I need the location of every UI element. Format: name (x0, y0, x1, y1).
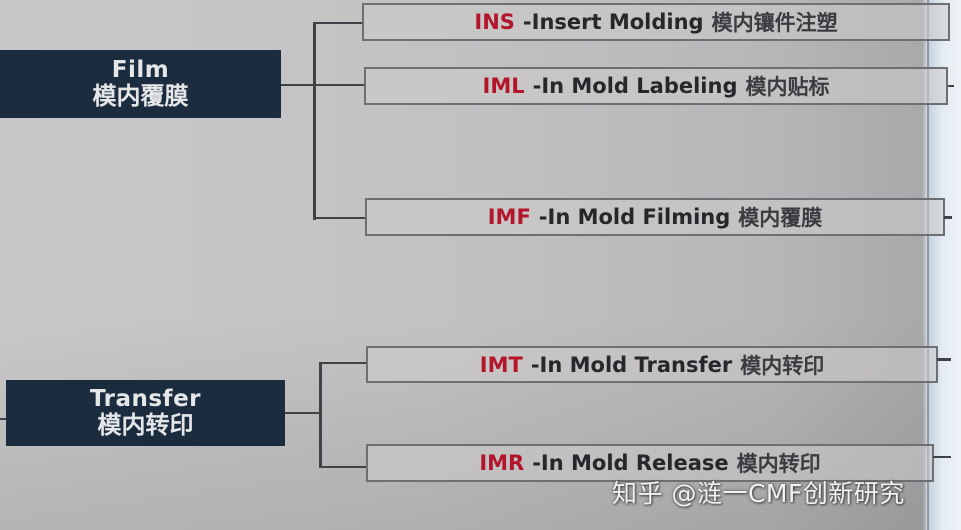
connector-line (315, 217, 367, 219)
item-code: IMR (479, 451, 525, 475)
item-zh: 模内镶件注塑 (711, 11, 838, 35)
connector-line (319, 362, 322, 468)
item-box-ins: INS -Insert Molding 模内镶件注塑 (362, 3, 950, 41)
category-label-zh: 模内转印 (97, 411, 194, 440)
connector-stub (948, 85, 954, 87)
connector-line (313, 22, 363, 24)
item-zh: 模内覆膜 (738, 206, 823, 230)
item-code: IMT (479, 352, 523, 377)
item-desc: -In Mold Filming (538, 205, 731, 229)
connector-line (281, 84, 365, 86)
item-desc: -In Mold Labeling (532, 74, 738, 98)
connector-stub (944, 216, 952, 219)
item-box-iml: IML -In Mold Labeling 模内贴标 (364, 67, 948, 105)
category-label-en: Transfer (89, 385, 202, 412)
connector-stub (0, 418, 6, 420)
category-box-film: Film 模内覆膜 (0, 50, 281, 118)
connector-line (319, 362, 367, 364)
connector-line (285, 412, 321, 414)
item-code: INS (474, 10, 515, 34)
item-code: IML (482, 74, 525, 98)
connector-line (313, 22, 316, 220)
item-box-imf: IMF -In Mold Filming 模内覆膜 (365, 198, 945, 236)
watermark: 知乎 @涟一CMF创新研究 (612, 479, 905, 508)
item-zh: 模内转印 (740, 353, 825, 378)
item-desc: -In Mold Release (532, 451, 729, 475)
category-label-zh: 模内覆膜 (92, 82, 189, 111)
item-zh: 模内转印 (736, 452, 821, 476)
category-label-en: Film (111, 56, 170, 83)
item-box-imr: IMR -In Mold Release 模内转印 (366, 444, 934, 482)
item-desc: -Insert Molding (522, 10, 704, 34)
item-zh: 模内贴标 (745, 75, 830, 99)
item-code: IMF (487, 205, 531, 229)
connector-stub (937, 358, 951, 361)
item-desc: -In Mold Transfer (530, 352, 733, 377)
connector-line (320, 466, 368, 468)
connector-stub (933, 456, 951, 458)
category-box-transfer: Transfer 模内转印 (6, 380, 285, 446)
item-box-imt: IMT -In Mold Transfer 模内转印 (366, 346, 938, 383)
